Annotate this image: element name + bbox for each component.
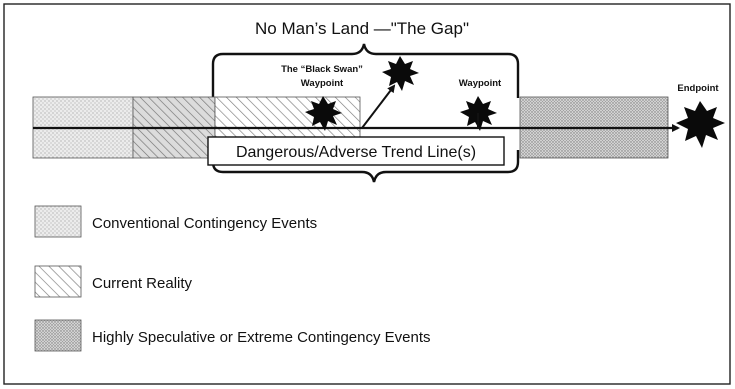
legend: Conventional Contingency Events Current … [34, 205, 431, 352]
legend-swatch-conventional [34, 205, 82, 238]
legend-swatch-extreme [34, 319, 82, 352]
trend-line-label: Dangerous/Adverse Trend Line(s) [236, 144, 476, 161]
legend-label-current-reality: Current Reality [92, 275, 193, 292]
explosion-burst-icon [676, 101, 725, 148]
legend-label-conventional: Conventional Contingency Events [92, 215, 317, 232]
legend-swatch-current-reality [34, 265, 82, 298]
waypoint-label-2: Waypoint [459, 78, 502, 89]
curly-brace-bottom-icon [211, 150, 520, 183]
explosion-burst-icon [382, 56, 419, 91]
legend-label-extreme: Highly Speculative or Extreme Contingenc… [92, 329, 431, 346]
black-swan-label: The “Black Swan” [281, 64, 363, 75]
diagram-title: No Man’s Land —"The Gap" [255, 19, 469, 38]
trend-line-label-box [207, 136, 505, 166]
endpoint-label: Endpoint [677, 83, 719, 94]
explosion-burst-icon [305, 96, 342, 131]
curly-brace-icon [211, 43, 520, 98]
diagram-border [3, 3, 731, 385]
arrow-icon [361, 84, 396, 129]
waypoint-label-1: Waypoint [301, 78, 344, 89]
